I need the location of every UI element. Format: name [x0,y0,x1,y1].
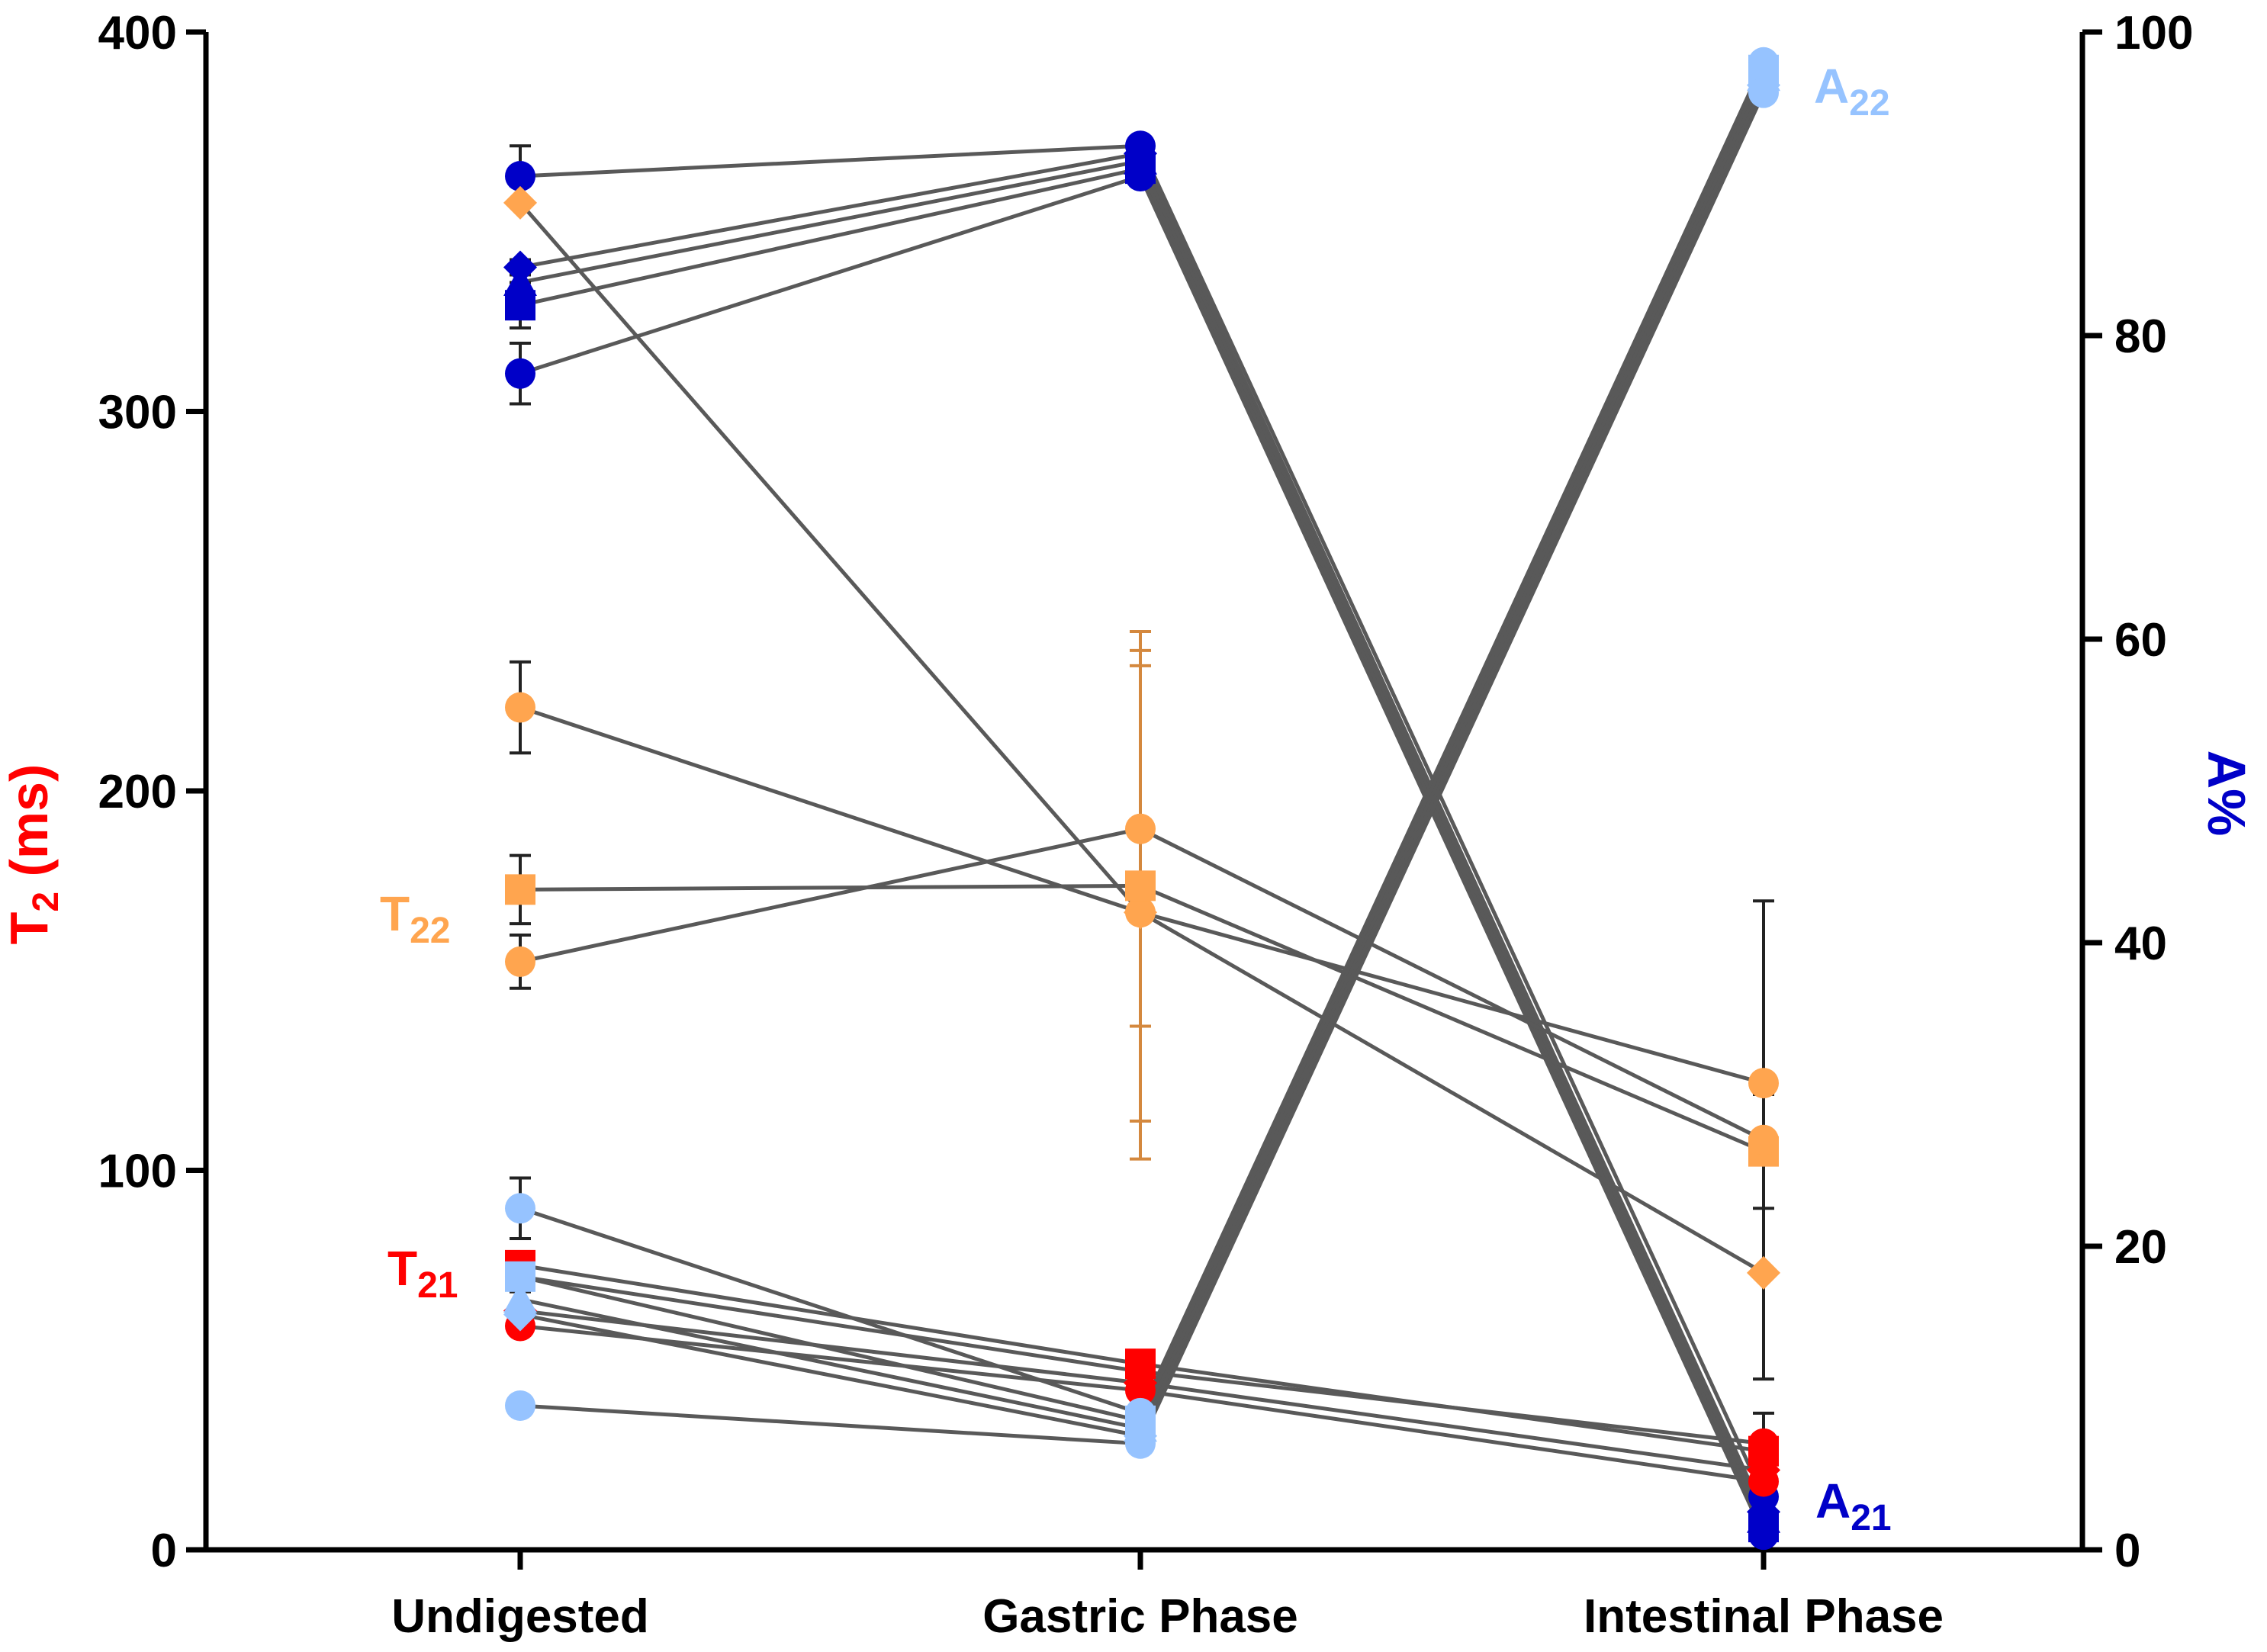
data-point [505,358,535,389]
y-right-tick-label: 20 [2114,1221,2167,1274]
y-left-tick-label: 300 [98,387,177,439]
data-point [1747,1255,1780,1290]
data-point [503,185,537,220]
series-label-t21: T21 [387,1241,458,1306]
series-label-t22: T22 [380,886,450,951]
data-point [503,1282,537,1313]
y-right-axis-title: A% [2197,750,2256,837]
data-point [505,946,535,977]
data-point [1125,1428,1156,1459]
data-point [1125,813,1156,844]
y-left-axis-title: T2 (ms) [0,764,66,945]
x-tick-label: Intestinal Phase [1584,1590,1944,1643]
data-point [503,265,537,296]
data-point [1748,77,1779,108]
data-point [505,692,535,723]
data-point [1125,897,1156,928]
data-point [505,290,535,321]
data-point [505,1390,535,1421]
data-point [1748,1428,1779,1459]
data-point [1125,870,1156,902]
x-tick-label: Gastric Phase [982,1590,1298,1643]
y-right-tick-label: 0 [2114,1525,2140,1577]
data-point [1748,1124,1779,1155]
data-point [505,161,535,192]
series-markers [503,47,1780,1551]
data-point [1748,1068,1779,1099]
y-left-tick-label: 400 [98,7,177,59]
y-left-tick-label: 100 [98,1146,177,1198]
y-left-tick-label: 0 [151,1525,177,1577]
data-point [1748,1519,1779,1551]
y-left-tick-label: 200 [98,766,177,818]
series-label-a21: A21 [1815,1474,1892,1538]
y-right-tick-label: 60 [2114,614,2167,667]
x-tick-label: Undigested [391,1590,649,1643]
data-point [505,1193,535,1224]
y-right-tick-label: 80 [2114,310,2167,363]
series-label-a22: A22 [1814,59,1890,124]
data-point [505,874,535,905]
data-point [1748,1466,1779,1497]
y-right-tick-label: 40 [2114,918,2167,970]
data-point [1125,161,1156,192]
y-right-tick-label: 100 [2114,7,2193,59]
data-point [1125,1375,1156,1406]
data-point [503,1297,537,1332]
